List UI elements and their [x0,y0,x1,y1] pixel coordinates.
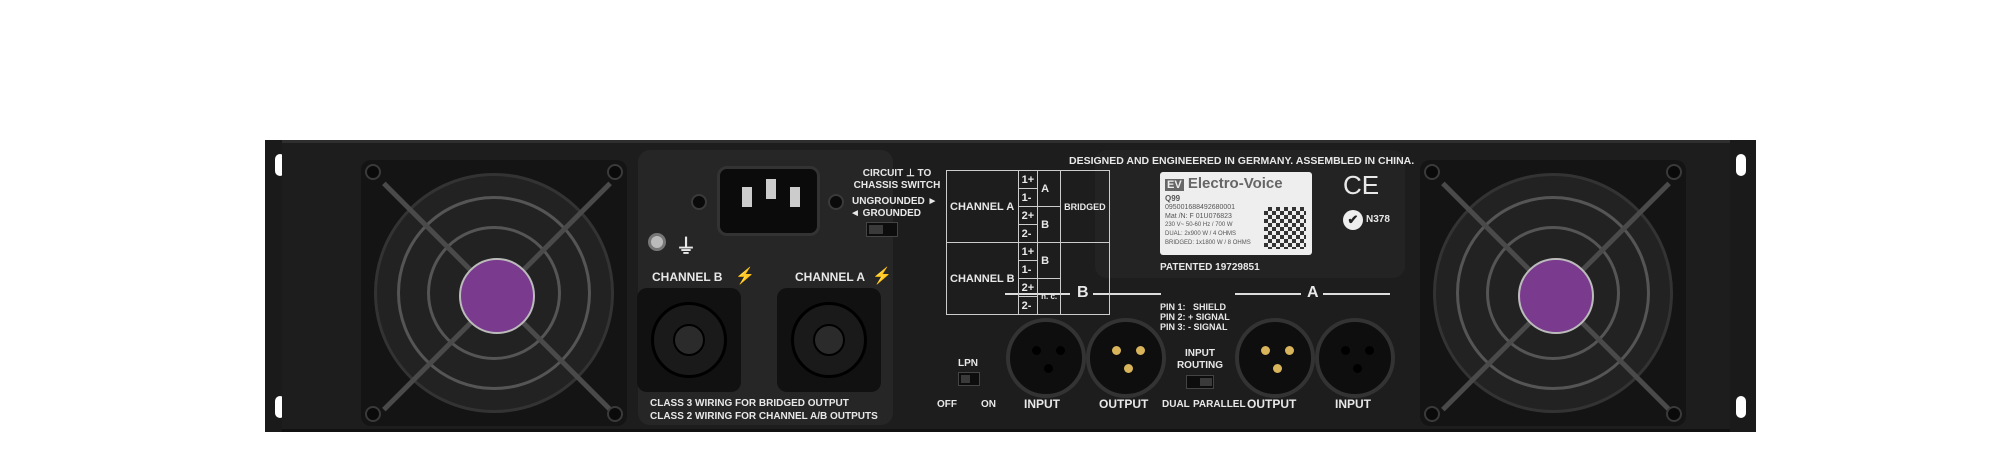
input-routing-label: INPUT ROUTING [1176,348,1224,371]
wiring-row-label: CHANNEL A [946,170,1019,243]
rating-label: EV Electro-Voice Q99 095001688492680001 … [1160,172,1312,255]
bridged-label: BRIDGED [1060,170,1110,243]
channel-b-speaker-label: CHANNEL B [652,270,723,284]
xlr-input-a[interactable] [1315,318,1395,398]
parallel-label: PARALLEL [1193,399,1246,410]
ground-screw[interactable] [648,233,666,251]
lpn-switch[interactable] [958,372,980,386]
input-b-label: INPUT [1024,397,1060,411]
left-fan [361,160,627,426]
c-tick-icon: ✔ [1343,210,1363,230]
pin-2-label: PIN 2: + SIGNAL [1160,312,1230,322]
hazard-icon: ⚡ [872,268,892,285]
bridged-rating: BRIDGED: 1x1800 W / 8 OHMS [1165,240,1251,246]
speaker-icon: B [1037,242,1062,279]
xlr-input-b[interactable] [1006,318,1086,398]
patent-number: PATENTED 19729851 [1160,262,1260,273]
fan-hub-icon [459,258,535,334]
brand-name: Electro-Voice [1187,175,1283,192]
power-rating: 230 V~ 50-60 Hz / 700 W [1165,222,1233,228]
channel-a-header: A [1307,284,1319,301]
speakon-channel-b[interactable] [637,288,741,392]
ground-switch-label: CIRCUIT ⊥ TO CHASSIS SWITCH [853,168,941,191]
speaker-icon: B [1037,206,1062,243]
ce-mark: CE [1343,170,1380,200]
c-tick-number: N378 [1366,214,1390,225]
material-number: Mat /N: F 01U076823 [1165,213,1232,220]
wiring-note-2: CLASS 2 WIRING FOR CHANNEL A/B OUTPUTS [650,411,878,422]
xlr-output-b[interactable] [1086,318,1166,398]
grounded-label: ◄ GROUNDED [850,208,922,219]
hazard-icon: ⚡ [735,268,755,285]
input-routing-switch[interactable] [1186,375,1214,389]
right-fan [1420,160,1686,426]
lpn-label: LPN [958,358,978,369]
power-inlet[interactable] [717,166,820,236]
speaker-icon: A [1037,170,1062,207]
origin-text: DESIGNED AND ENGINEERED IN GERMANY. ASSE… [1069,155,1415,167]
dual-label: DUAL [1162,399,1190,410]
pin-1-label: PIN 1: SHIELD [1160,302,1227,312]
wiring-row-label: CHANNEL B [946,242,1019,315]
chassis-ground-icon: ⏚ [676,236,696,258]
fan-hub-icon [1518,258,1594,334]
model-number: Q99 [1165,194,1181,203]
output-a-label: OUTPUT [1247,397,1297,411]
ev-logo: EV [1165,179,1184,191]
ungrounded-label: UNGROUNDED ► [852,196,938,207]
dual-rating: DUAL: 2x900 W / 4 OHMS [1165,231,1237,237]
lpn-off-label: OFF [937,399,957,410]
speakon-channel-a[interactable] [777,288,881,392]
xlr-output-a[interactable] [1235,318,1315,398]
wiring-note-1: CLASS 3 WIRING FOR BRIDGED OUTPUT [650,398,849,409]
input-a-label: INPUT [1335,397,1371,411]
serial-number: 095001688492680001 [1165,204,1236,211]
data-matrix-code [1264,207,1306,249]
channel-a-speaker-label: CHANNEL A [795,270,866,284]
output-b-label: OUTPUT [1099,397,1149,411]
pin-3-label: PIN 3: - SIGNAL [1160,322,1228,332]
ground-lift-switch[interactable] [866,222,898,237]
lpn-on-label: ON [981,399,996,410]
